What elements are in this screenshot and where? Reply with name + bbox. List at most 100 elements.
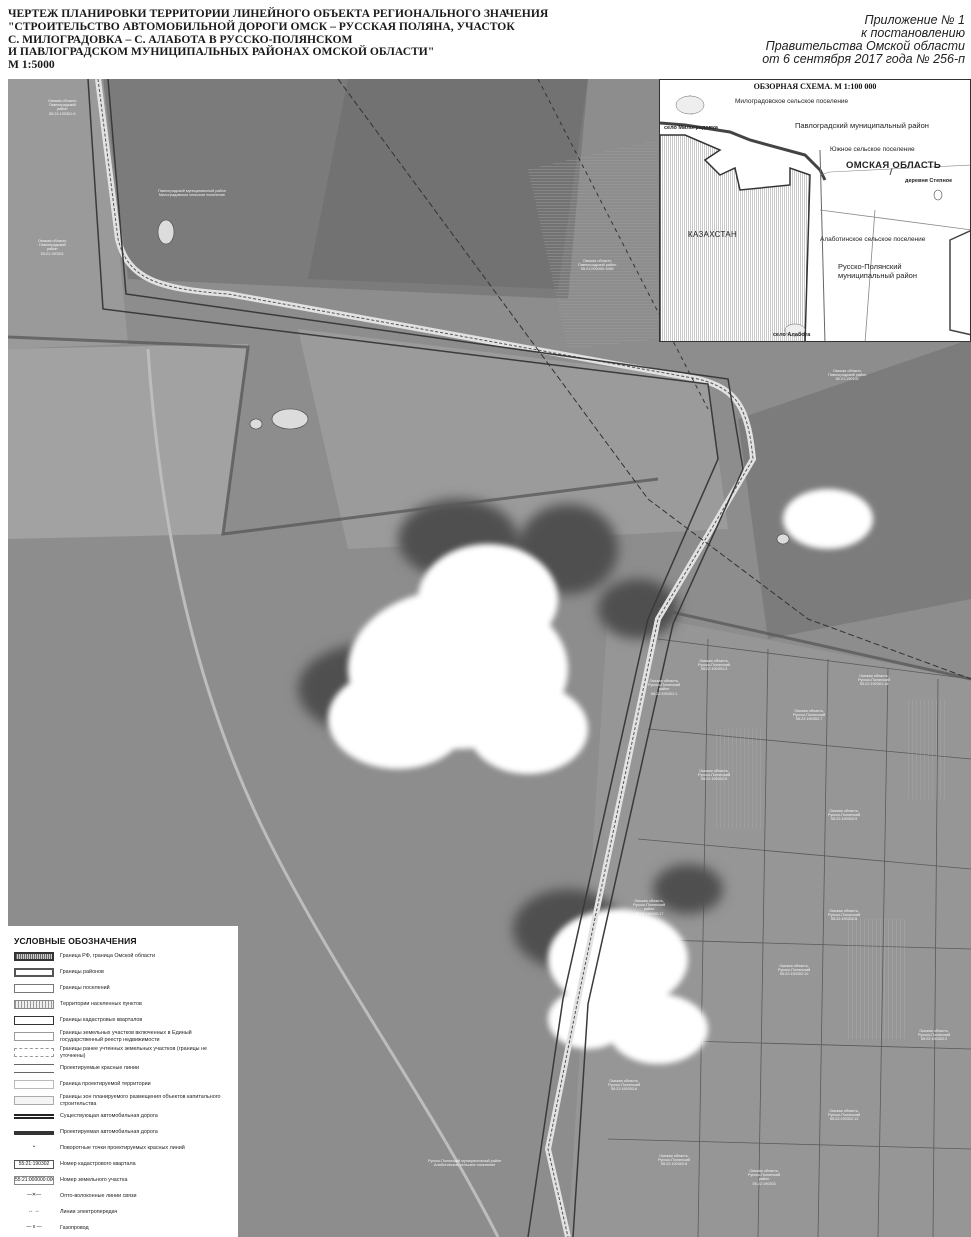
appendix-line-4: от 6 сентября 2017 года № 256-п (762, 52, 965, 66)
legend-item: Проектируемая автомобильная дорога (14, 1126, 232, 1139)
appendix-line-1: Приложение № 1 (864, 13, 965, 27)
legend-swatch: • (14, 1144, 54, 1153)
legend-swatch (14, 1080, 54, 1089)
legend-item: — x — Газопровод (14, 1222, 232, 1235)
legend-item: Границы кадастровых кварталов (14, 1014, 232, 1027)
drawing-title: ЧЕРТЕЖ ПЛАНИРОВКИ ТЕРРИТОРИИ ЛИНЕЙНОГО О… (8, 7, 648, 72)
scale-label: М 1:5000 (8, 58, 55, 72)
label-stepnoe-village: деревня Степное (905, 178, 953, 184)
legend-swatch (14, 968, 54, 977)
red-line-west (87, 79, 719, 1237)
label-omsk-region: ОМСКАЯ ОБЛАСТЬ (846, 160, 942, 171)
legend-swatch (14, 1016, 54, 1025)
legend-item: • Поворотные точки проектируемых красных … (14, 1142, 232, 1155)
legend-swatch (14, 1064, 54, 1073)
legend-item: Границы ранее учтенных земельных участко… (14, 1046, 232, 1059)
legend-item: Граница РФ, граница Омской области (14, 950, 232, 963)
legend-item: Границы зон планируемого размещения объе… (14, 1094, 232, 1107)
label-yuzhnoe-settlement: Южное сельское поселение (830, 146, 915, 153)
legend-label: Проектируемые красные линии (60, 1065, 139, 1072)
legend-item: Границы районов (14, 966, 232, 979)
field-southeast (568, 609, 971, 1237)
map-canvas (8, 79, 971, 1237)
title-line-3: С. МИЛОГРАДОВКА – С. АЛАБОТА В РУССКО-ПО… (8, 32, 353, 46)
overview-inset: ОБЗОРНАЯ СХЕМА. М 1:100 000 Милоградовск… (659, 79, 971, 342)
legend-item: Границы земельных участков включенных в … (14, 1030, 232, 1043)
legend-item: Границы поселений (14, 982, 232, 995)
title-line-1: ЧЕРТЕЖ ПЛАНИРОВКИ ТЕРРИТОРИИ ЛИНЕЙНОГО О… (8, 7, 549, 20)
power-line (537, 79, 709, 410)
label-milogradovka-village: село Милоградовка (664, 125, 718, 131)
planned-road (97, 79, 754, 1237)
field-center (298, 329, 728, 549)
legend-label: Границы районов (60, 969, 104, 976)
overview-canvas (660, 94, 970, 341)
legend-label: Поворотные точки проектируемых красных л… (60, 1145, 185, 1152)
label-pavlograd-district: Павлоградский муниципальный район (795, 121, 929, 130)
legend-label: Газопровод (60, 1225, 89, 1232)
legend-swatch (14, 952, 54, 961)
dirt-road (146, 348, 500, 1237)
district-boundary (8, 335, 659, 536)
legend-label: Номер кадастрового квартала (60, 1161, 136, 1168)
legend-swatch (14, 1096, 54, 1105)
label-alabota-village: село Алабота (773, 332, 811, 338)
legend-item: Граница проектируемой территории (14, 1078, 232, 1091)
appendix-line-3: Правительства Омской области (765, 39, 965, 53)
legend-label: Номер земельного участка (60, 1177, 128, 1184)
legend-label: Границы ранее учтенных земельных участко… (60, 1046, 208, 1059)
legend-swatch (14, 1032, 54, 1041)
legend-swatch: 55:21:190302 (14, 1160, 54, 1169)
legend-swatch: ↔ ↔ (14, 1208, 54, 1217)
red-line-east (107, 79, 744, 1237)
legend-swatch (14, 1000, 54, 1009)
legend-swatch: — x — (14, 1224, 54, 1233)
appendix-note: Приложение № 1 к постановлению Правитель… (762, 14, 965, 66)
label-russko-polyansky-2: муниципальный район (838, 271, 917, 280)
field-west (8, 344, 248, 539)
legend-item: ↔ ↔ Линии электропередач (14, 1206, 232, 1219)
label-alabota-settlement: Алаботинское сельское поселение (820, 236, 926, 243)
label-russko-polyansky-1: Русско-Полянский (838, 262, 902, 271)
legend-label: Границы кадастровых кварталов (60, 1017, 143, 1024)
legend-label: Границы поселений (60, 985, 110, 992)
label-milogradovka-settlement: Милоградовское сельское поселение (735, 98, 849, 105)
title-line-2: "СТРОИТЕЛЬСТВО АВТОМОБИЛЬНОЙ ДОРОГИ ОМСК… (8, 19, 515, 33)
field-northwest (8, 79, 128, 349)
label-kazakhstan: КАЗАХСТАН (688, 230, 738, 239)
legend-label: Границы зон планируемого размещения объе… (60, 1094, 221, 1107)
appendix-line-2: к постановлению (861, 26, 965, 40)
lakes (157, 219, 790, 545)
legend-label: Граница РФ, граница Омской области (60, 953, 156, 960)
field-hatched (528, 139, 658, 349)
legend-item: Проектируемые красные линии (14, 1062, 232, 1075)
legend-swatch (14, 984, 54, 993)
legend-item: 55:21:190302 Номер кадастрового квартала (14, 1158, 232, 1171)
legend-swatch (14, 1114, 54, 1119)
legend-label: Линии электропередач (60, 1209, 118, 1216)
legend-item: Территории населенных пунктов (14, 998, 232, 1011)
legend-swatch (14, 1048, 54, 1057)
